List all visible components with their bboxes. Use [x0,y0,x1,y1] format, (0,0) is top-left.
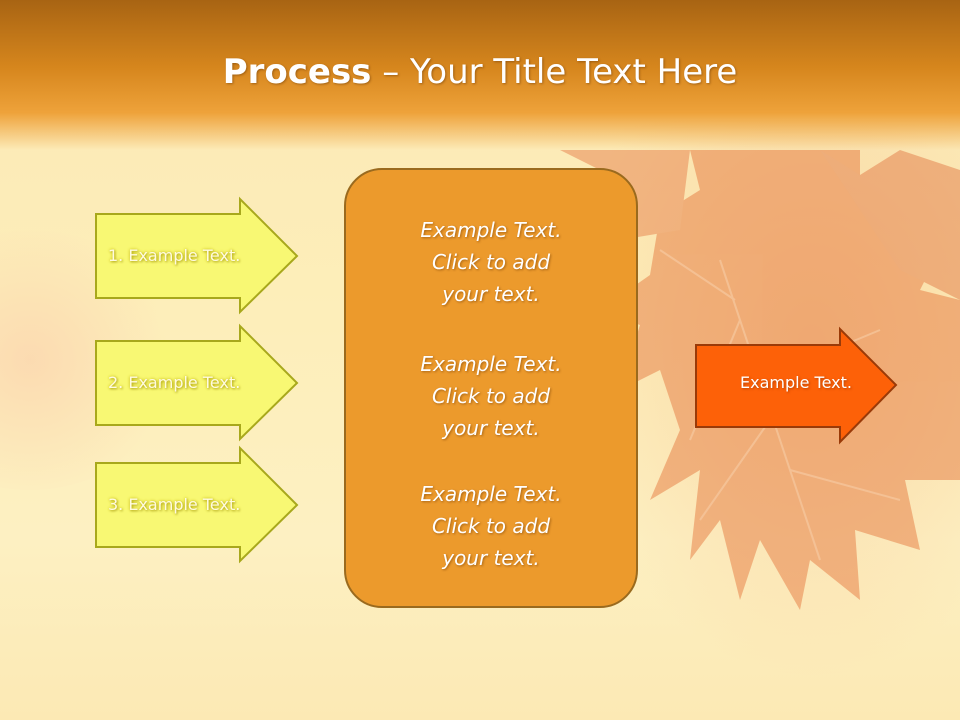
output-arrow[interactable] [695,326,898,445]
input-arrow-3-label: 3. Example Text. [108,495,241,514]
input-arrow-2-label: 2. Example Text. [108,373,241,392]
center-text-line: Example Text. [420,482,562,506]
center-text-line: Example Text. [420,352,562,376]
center-text-line: your text. [442,282,540,306]
title-rest: – Your Title Text Here [371,52,738,92]
title-bar [0,0,960,150]
center-text-line: your text. [442,546,540,570]
input-arrow-1-label: 1. Example Text. [108,246,241,265]
center-process-box[interactable]: Example Text. Click to add your text. Ex… [344,168,638,608]
center-text-line: Example Text. [420,218,562,242]
center-text-line: Click to add [431,250,551,274]
slide-title[interactable]: Process – Your Title Text Here [0,52,960,92]
center-text-line: your text. [442,416,540,440]
input-arrow-2[interactable] [95,323,299,442]
center-text-block-1[interactable]: Example Text. Click to add your text. [346,214,636,310]
output-arrow-label: Example Text. [740,373,852,392]
center-text-line: Click to add [431,514,551,538]
center-text-block-3[interactable]: Example Text. Click to add your text. [346,478,636,574]
center-text-block-2[interactable]: Example Text. Click to add your text. [346,348,636,444]
input-arrow-1[interactable] [95,196,299,315]
title-bold: Process [222,52,372,92]
center-text-line: Click to add [431,384,551,408]
input-arrow-3[interactable] [95,445,299,564]
